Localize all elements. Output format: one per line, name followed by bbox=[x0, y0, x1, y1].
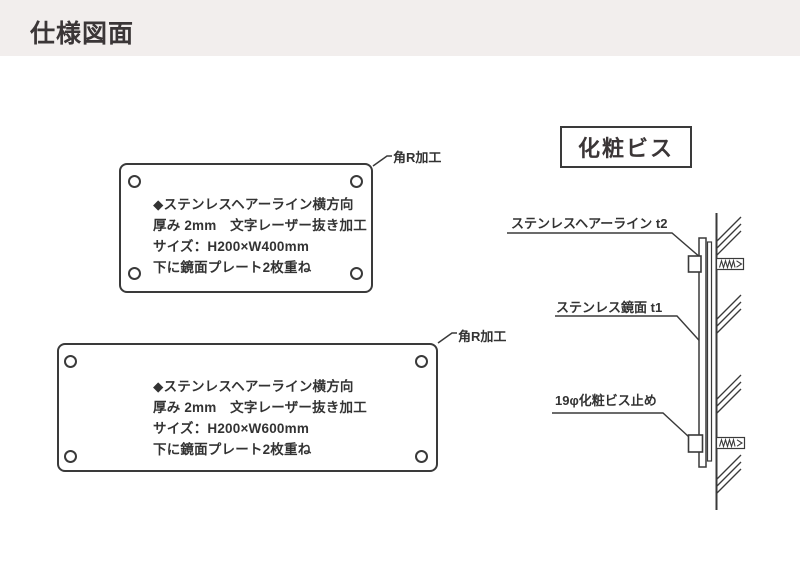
mounting-hole-icon bbox=[64, 450, 77, 463]
label-mirror-t1: ステンレス鏡面 t1 bbox=[556, 300, 663, 315]
corner-r-label-plate1: 角R加工 bbox=[393, 150, 442, 165]
wall-hatch-marks bbox=[716, 216, 742, 494]
leader-line-corner-r-plate1 bbox=[372, 155, 392, 167]
plate-spec-line: ◆ステンレスヘアーライン横方向 bbox=[153, 379, 354, 394]
mounting-hole-icon bbox=[128, 267, 141, 280]
plate-spec-line: ◆ステンレスヘアーライン横方向 bbox=[153, 197, 354, 212]
leader-line-mirror-t1 bbox=[555, 315, 707, 349]
screw-head-top bbox=[687, 255, 702, 273]
plate-spec-text: ◆ステンレスヘアーライン横方向 厚み 2mm 文字レーザー抜き加工 サイズ：H2… bbox=[153, 376, 367, 460]
mounting-hole-icon bbox=[128, 175, 141, 188]
label-screw-fixing: 19φ化粧ビス止め bbox=[555, 393, 657, 408]
plate-front-view-w600: ◆ステンレスヘアーライン横方向 厚み 2mm 文字レーザー抜き加工 サイズ：H2… bbox=[57, 343, 438, 472]
section-plate-mirror-t1 bbox=[706, 241, 713, 462]
detail-title: 化粧ビス bbox=[577, 136, 674, 161]
plate-spec-line: 下に鏡面プレート2枚重ね bbox=[153, 442, 312, 457]
screw-thread-bottom bbox=[715, 436, 746, 450]
screw-head-bottom bbox=[687, 434, 704, 453]
section-plate-hairline-t2 bbox=[698, 237, 707, 468]
plate-front-view-w400: ◆ステンレスヘアーライン横方向 厚み 2mm 文字レーザー抜き加工 サイズ：H2… bbox=[119, 163, 373, 293]
leader-line-screw bbox=[552, 412, 690, 438]
mounting-hole-icon bbox=[64, 355, 77, 368]
mounting-hole-icon bbox=[350, 267, 363, 280]
screw-thread-top bbox=[715, 257, 745, 271]
corner-r-label-plate2: 角R加工 bbox=[458, 329, 507, 344]
detail-title-box: 化粧ビス bbox=[560, 126, 692, 168]
plate-spec-text: ◆ステンレスヘアーライン横方向 厚み 2mm 文字レーザー抜き加工 サイズ：H2… bbox=[153, 194, 367, 278]
leader-line-hairline-t2 bbox=[507, 232, 702, 259]
mounting-hole-icon bbox=[350, 175, 363, 188]
header-bar: 仕様図面 bbox=[0, 0, 800, 56]
label-hairline-t2: ステンレスヘアーライン t2 bbox=[511, 216, 668, 231]
plate-spec-line: 厚み 2mm 文字レーザー抜き加工 bbox=[153, 218, 367, 233]
leader-line-corner-r-plate2 bbox=[437, 332, 457, 344]
plate-spec-line: サイズ：H200×W400mm bbox=[153, 239, 310, 254]
plate-spec-line: 下に鏡面プレート2枚重ね bbox=[153, 260, 312, 275]
mounting-hole-icon bbox=[415, 450, 428, 463]
mounting-hole-icon bbox=[415, 355, 428, 368]
plate-spec-line: サイズ：H200×W600mm bbox=[153, 421, 310, 436]
page-title: 仕様図面 bbox=[30, 20, 135, 48]
plate-spec-line: 厚み 2mm 文字レーザー抜き加工 bbox=[153, 400, 367, 415]
